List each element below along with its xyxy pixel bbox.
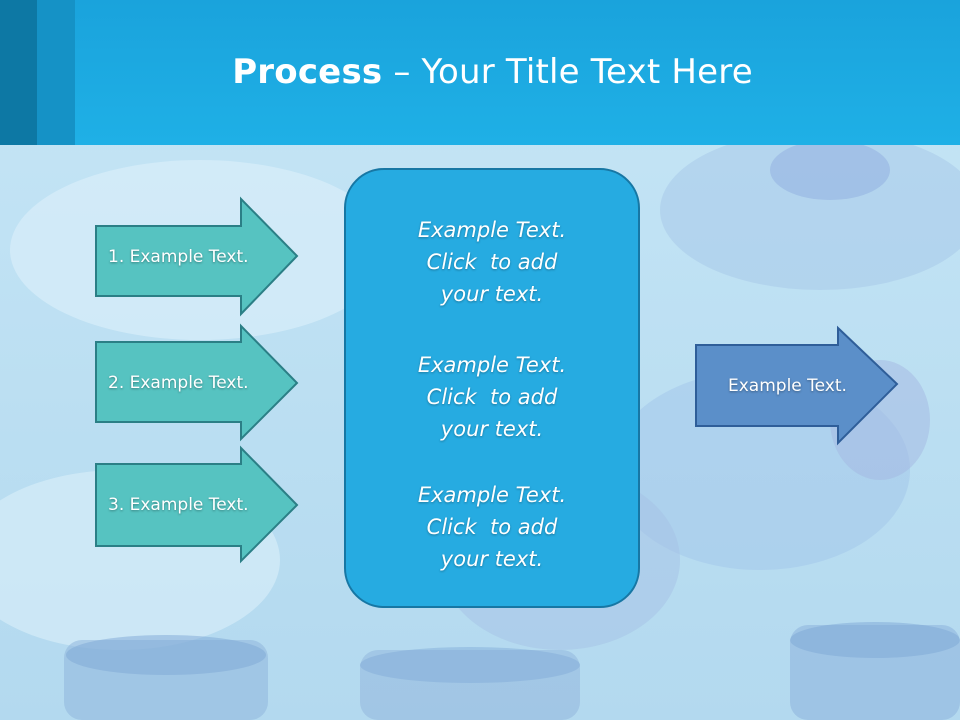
block-2-line-1: Example Text. <box>417 353 567 377</box>
block-3-line-1: Example Text. <box>417 483 567 507</box>
left-arrow-label-1: 1. Example Text. <box>108 246 249 267</box>
block-2-line-2: Click to add <box>426 385 558 409</box>
title-bold: Process <box>232 52 383 92</box>
header-bar: Process – Your Title Text Here <box>0 0 960 145</box>
block-1-line-3: your text. <box>440 282 544 306</box>
right-arrow-label: Example Text. <box>728 375 847 396</box>
center-process-box[interactable]: Example Text. Click to add your text. Ex… <box>344 168 640 608</box>
block-1-line-2: Click to add <box>426 250 558 274</box>
center-text-block-2[interactable]: Example Text. Click to add your text. <box>346 349 638 445</box>
center-text-block-3[interactable]: Example Text. Click to add your text. <box>346 479 638 575</box>
slide-title[interactable]: Process – Your Title Text Here <box>0 52 960 92</box>
title-rest: – Your Title Text Here <box>382 52 753 92</box>
left-arrow-1[interactable]: 1. Example Text. <box>95 196 299 317</box>
block-3-line-3: your text. <box>440 547 544 571</box>
header-accent-mid <box>37 0 75 145</box>
arrow-shape-2 <box>95 323 299 442</box>
left-arrow-label-3: 3. Example Text. <box>108 494 249 515</box>
left-arrow-3[interactable]: 3. Example Text. <box>95 445 299 564</box>
left-arrow-2[interactable]: 2. Example Text. <box>95 323 299 442</box>
block-2-line-3: your text. <box>440 417 544 441</box>
arrow-shape-1 <box>95 196 299 317</box>
header-accent-dark <box>0 0 37 145</box>
center-text-block-1[interactable]: Example Text. Click to add your text. <box>346 214 638 310</box>
arrow-shape-3 <box>95 445 299 564</box>
block-1-line-1: Example Text. <box>417 218 567 242</box>
block-3-line-2: Click to add <box>426 515 558 539</box>
right-arrow[interactable]: Example Text. <box>695 325 899 446</box>
left-arrow-label-2: 2. Example Text. <box>108 372 249 393</box>
right-arrow-shape <box>695 325 899 446</box>
